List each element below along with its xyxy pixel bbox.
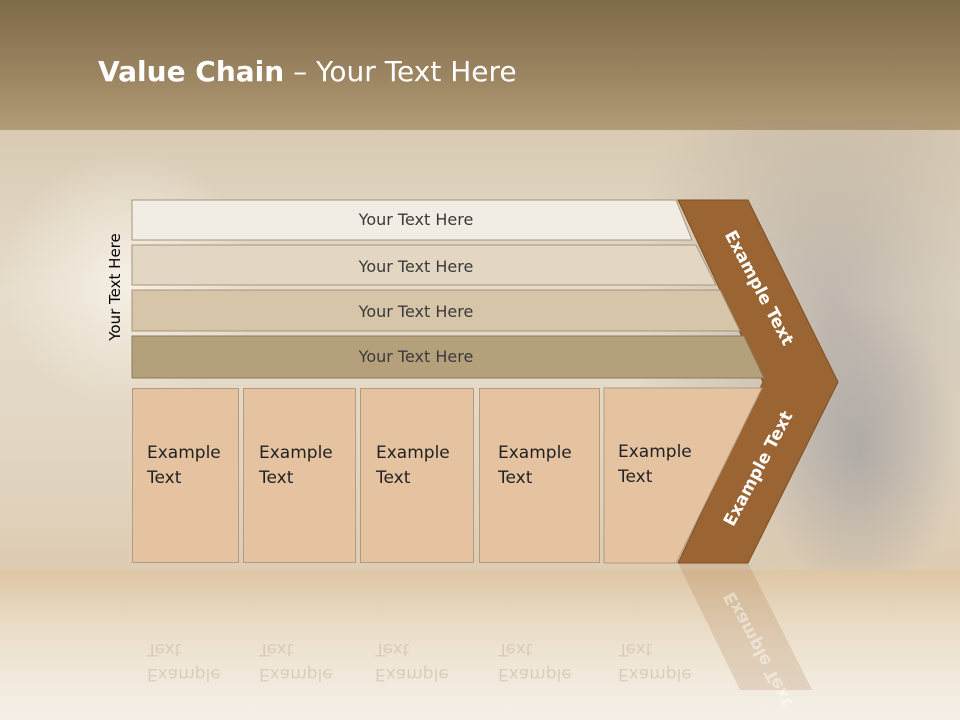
support-bar-1: [131, 199, 693, 241]
primary-box-4-label: Example Text: [498, 443, 572, 488]
primary-box-2-reflection: Example Text: [259, 639, 333, 684]
margin-arrow: [677, 199, 839, 564]
support-bar-2: [131, 244, 717, 286]
primary-box-5-reflection: Example Text: [618, 639, 692, 684]
primary-box-3-label: Example Text: [376, 443, 450, 488]
background-fade: [0, 560, 960, 720]
primary-box-1: Example Text: [132, 388, 239, 563]
title-rest: – Your Text Here: [284, 55, 517, 88]
support-bar-2-label: Your Text Here: [358, 257, 474, 276]
title-bold: Value Chain: [98, 55, 285, 88]
primary-box-5-label: Example Text: [618, 442, 692, 487]
support-bar-4-label: Your Text Here: [358, 347, 474, 366]
support-bar-3: [131, 289, 741, 332]
primary-box-2-label: Example Text: [259, 443, 333, 488]
slide-title: Value Chain – Your Text Here: [98, 55, 517, 88]
support-bar-3-label: Your Text Here: [358, 302, 474, 321]
primary-box-5-shape: [603, 387, 763, 564]
primary-box-2: Example Text: [243, 388, 356, 563]
primary-box-1-label: Example Text: [147, 443, 221, 488]
primary-box-3: Example Text: [360, 388, 474, 563]
background-header: [0, 0, 960, 140]
arrow-reflection: [678, 563, 812, 690]
support-bar-1-label: Your Text Here: [358, 210, 474, 229]
primary-box-4: Example Text: [479, 388, 600, 563]
primary-box-1-reflection: Example Text: [147, 639, 221, 684]
support-bar-4: [131, 335, 765, 379]
primary-box-3-reflection: Example Text: [375, 639, 449, 684]
primary-box-4-reflection: Example Text: [498, 639, 572, 684]
